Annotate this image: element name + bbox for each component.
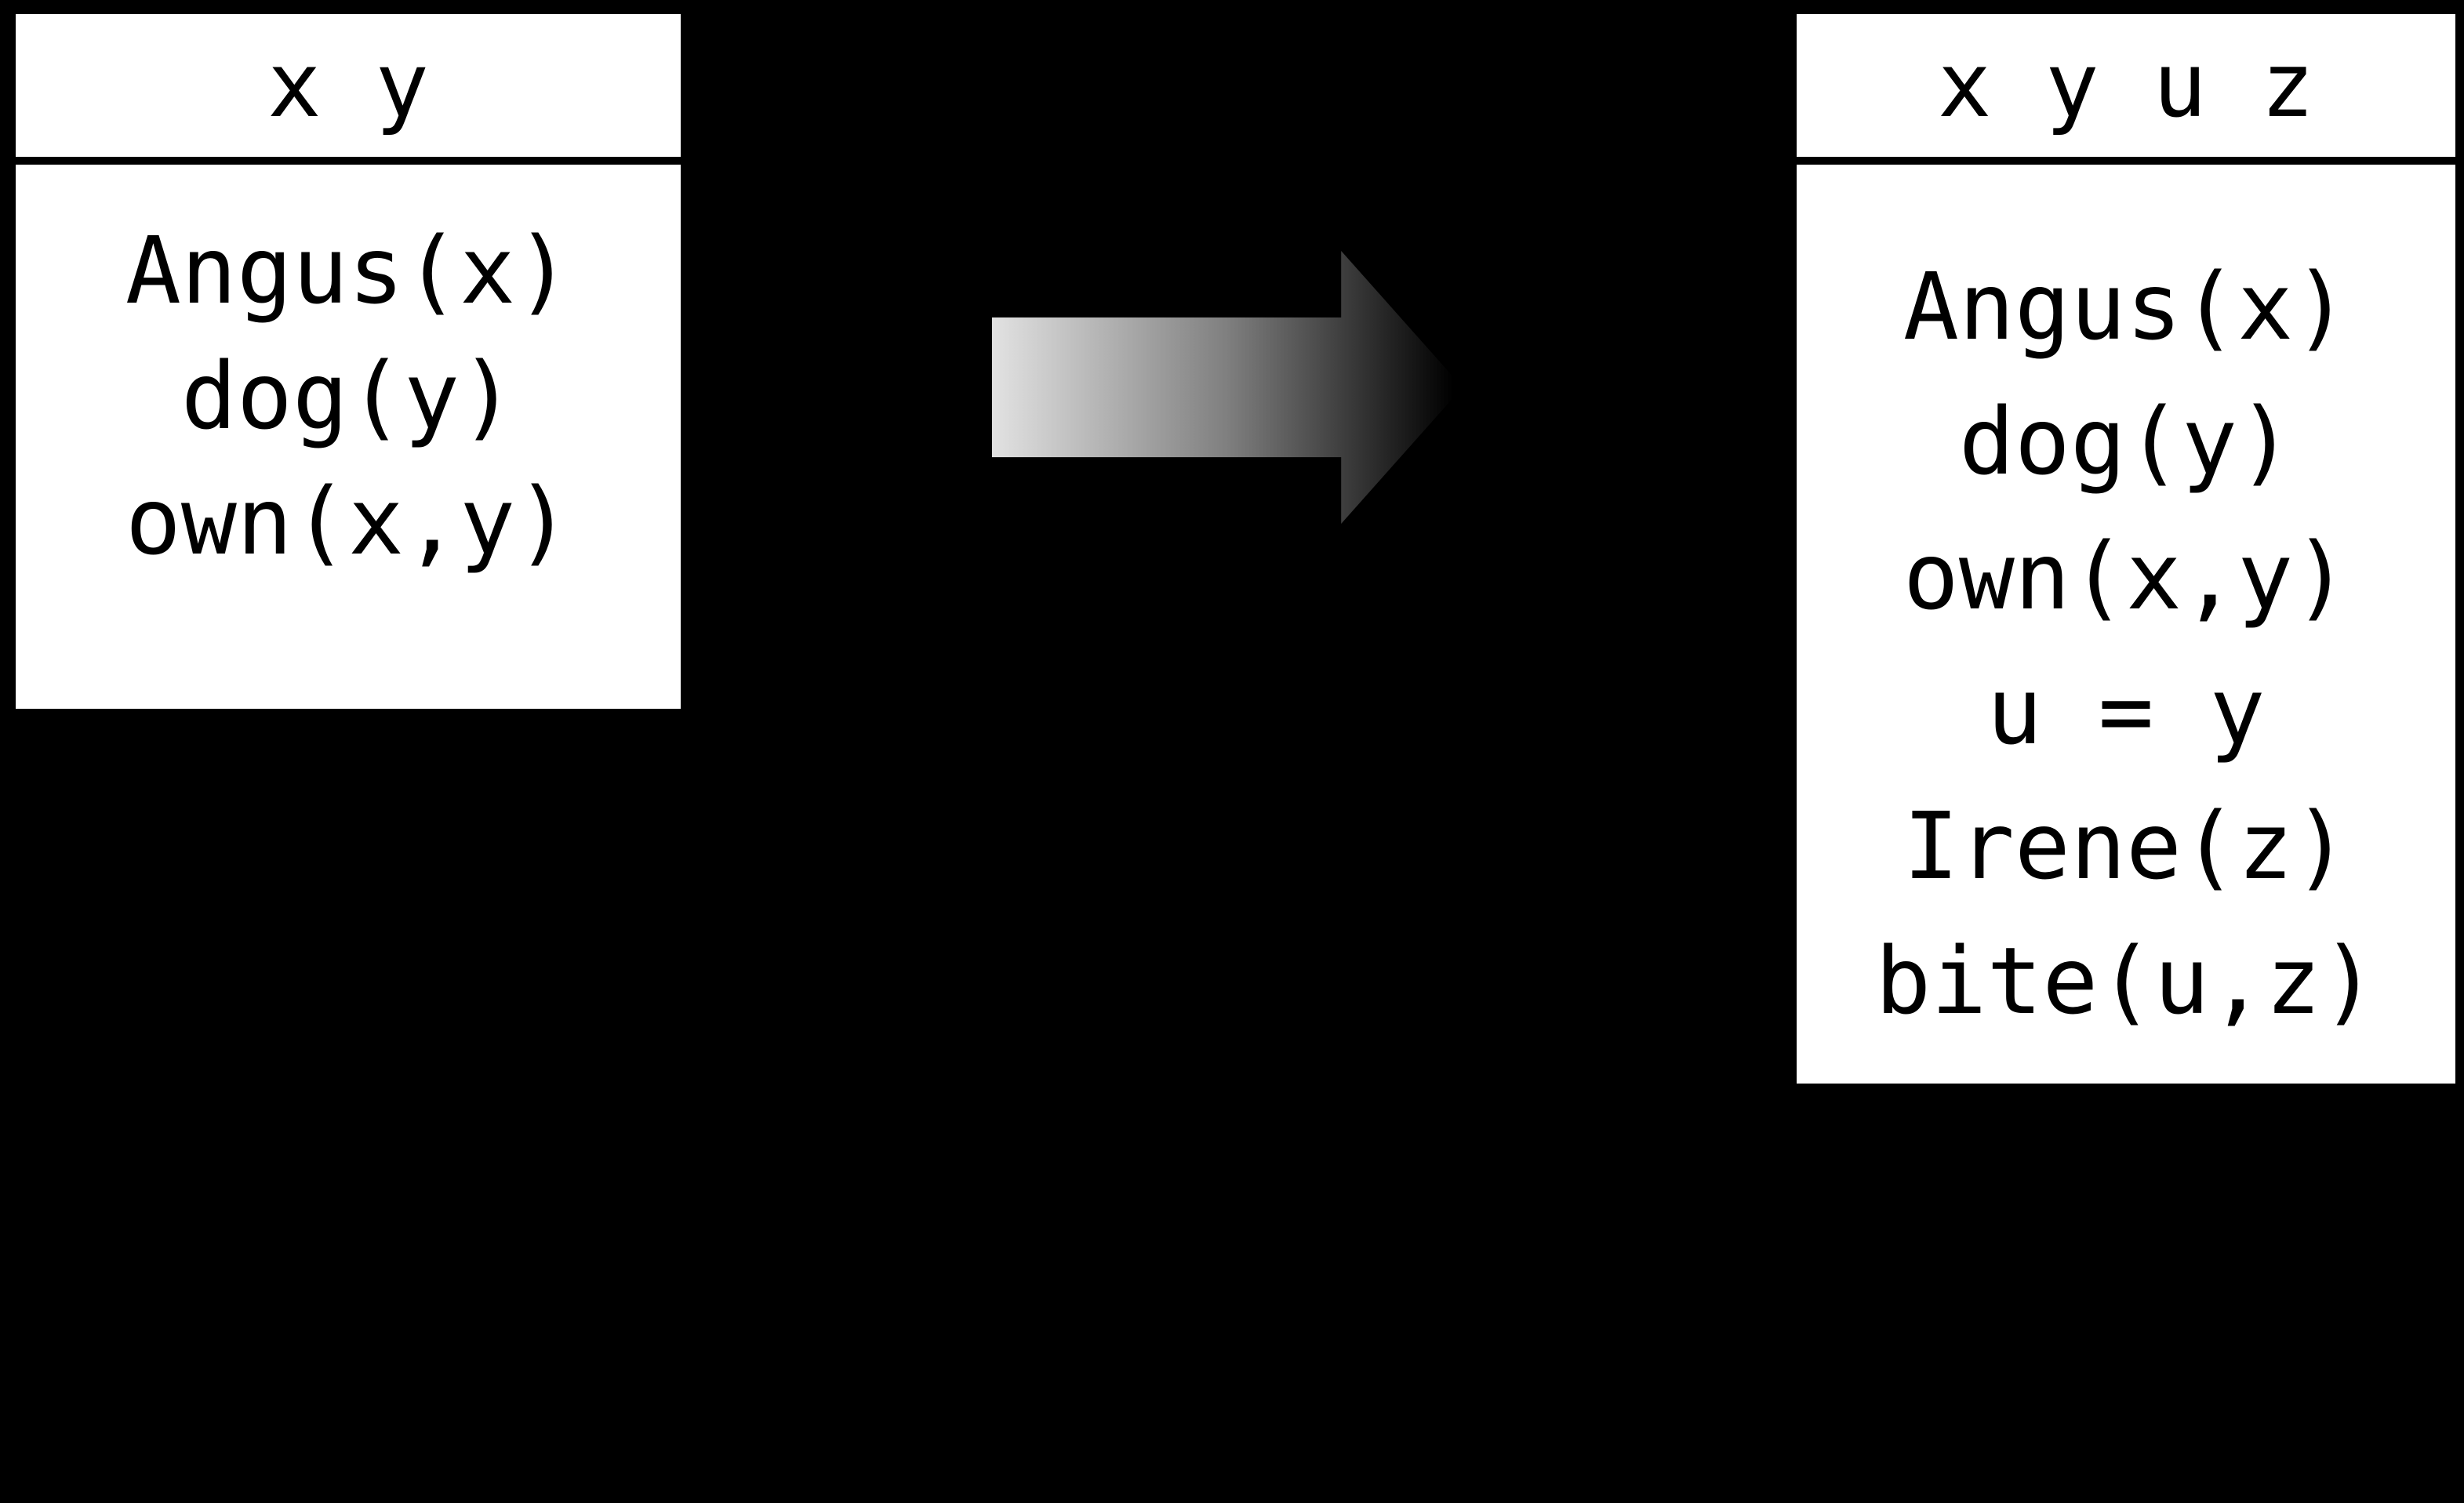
drs-right-condition: bite(u,z) [1875, 927, 2377, 1035]
drs-right-condition: dog(y) [1958, 387, 2294, 496]
drs-right-condition: Irene(z) [1903, 792, 2350, 900]
drs-box-right: x y u z Angus(x) dog(y) own(x,y) u = y I… [1797, 14, 2455, 1084]
drs-box-left: x y Angus(x) dog(y) own(x,y) [16, 14, 681, 709]
drs-right-condition: own(x,y) [1903, 522, 2350, 630]
drs-left-condition: Angus(x) [125, 216, 572, 325]
drs-left-condition: own(x,y) [125, 467, 572, 575]
drs-left-referents-header: x y [16, 14, 681, 165]
drs-left-conditions: Angus(x) dog(y) own(x,y) [16, 165, 681, 584]
right-arrow-icon [992, 251, 1463, 524]
drs-right-conditions: Angus(x) dog(y) own(x,y) u = y Irene(z) … [1797, 165, 2455, 1048]
drs-left-condition: dog(y) [180, 342, 516, 450]
drs-right-condition: u = y [1986, 657, 2266, 765]
drs-right-condition: Angus(x) [1903, 252, 2350, 361]
drs-right-referents-header: x y u z [1797, 14, 2455, 165]
